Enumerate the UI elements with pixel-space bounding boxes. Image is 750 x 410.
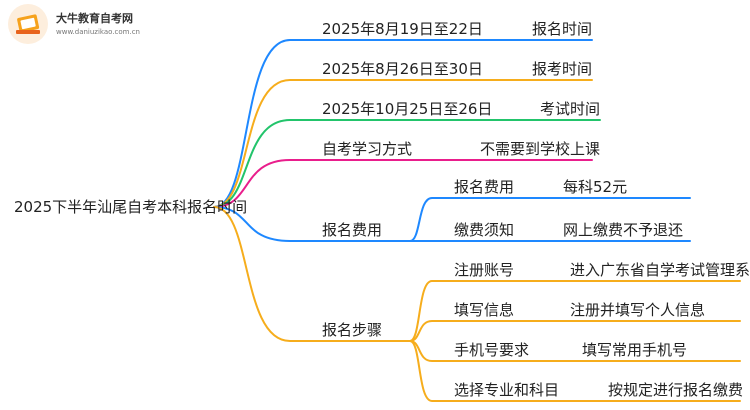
sub-value-5-1: 每科52元 <box>563 178 628 196</box>
sub-value-6-2: 注册并填写个人信息 <box>570 301 706 319</box>
sub-key-6-2: 填写信息 <box>454 301 515 319</box>
branch-value-4: 不需要到学校上课 <box>480 140 601 158</box>
sub-line-6-2 <box>409 320 741 342</box>
sub-value-6-1: 进入广东省自学考试管理系统 <box>570 261 750 279</box>
sub-line-6-4 <box>409 340 741 402</box>
branch-value-3: 考试时间 <box>540 100 601 118</box>
sub-key-5-1: 报名费用 <box>454 178 515 196</box>
logo-title: 大牛教育自考网 <box>56 12 133 25</box>
sub-line-6-1 <box>409 280 741 342</box>
branch-key-5: 报名费用 <box>322 221 383 239</box>
branch-line-5 <box>213 206 411 242</box>
branch-key-1: 2025年8月19日至22日 <box>322 20 483 38</box>
book-logo-icon <box>8 4 48 44</box>
sub-key-6-1: 注册账号 <box>454 261 515 279</box>
branch-key-2: 2025年8月26日至30日 <box>322 60 483 78</box>
branch-key-3: 2025年10月25日至26日 <box>322 100 493 118</box>
sub-value-5-2: 网上缴费不予退还 <box>563 221 684 239</box>
branch-key-6: 报名步骤 <box>322 321 383 339</box>
branch-line-1 <box>213 39 593 208</box>
branch-line-3 <box>213 119 601 208</box>
sub-line-5-1 <box>409 197 691 242</box>
sub-key-6-3: 手机号要求 <box>454 341 530 359</box>
sub-key-5-2: 缴费须知 <box>454 221 515 239</box>
sub-key-6-4: 选择专业和科目 <box>454 381 560 399</box>
branch-value-2: 报考时间 <box>532 60 593 78</box>
root-node: 2025下半年汕尾自考本科报名时间 <box>14 198 248 216</box>
branch-line-4 <box>213 159 593 208</box>
branch-line-2 <box>213 79 593 208</box>
sub-value-6-3: 填写常用手机号 <box>582 341 688 359</box>
branch-value-1: 报名时间 <box>532 20 593 38</box>
logo-url: www.daniuzikao.com.cn <box>56 28 140 36</box>
branch-line-6 <box>213 206 411 342</box>
sub-value-6-4: 按规定进行报名缴费 <box>608 381 744 399</box>
branch-key-4: 自考学习方式 <box>322 140 413 158</box>
logo: 大牛教育自考网 www.daniuzikao.com.cn <box>6 2 156 46</box>
